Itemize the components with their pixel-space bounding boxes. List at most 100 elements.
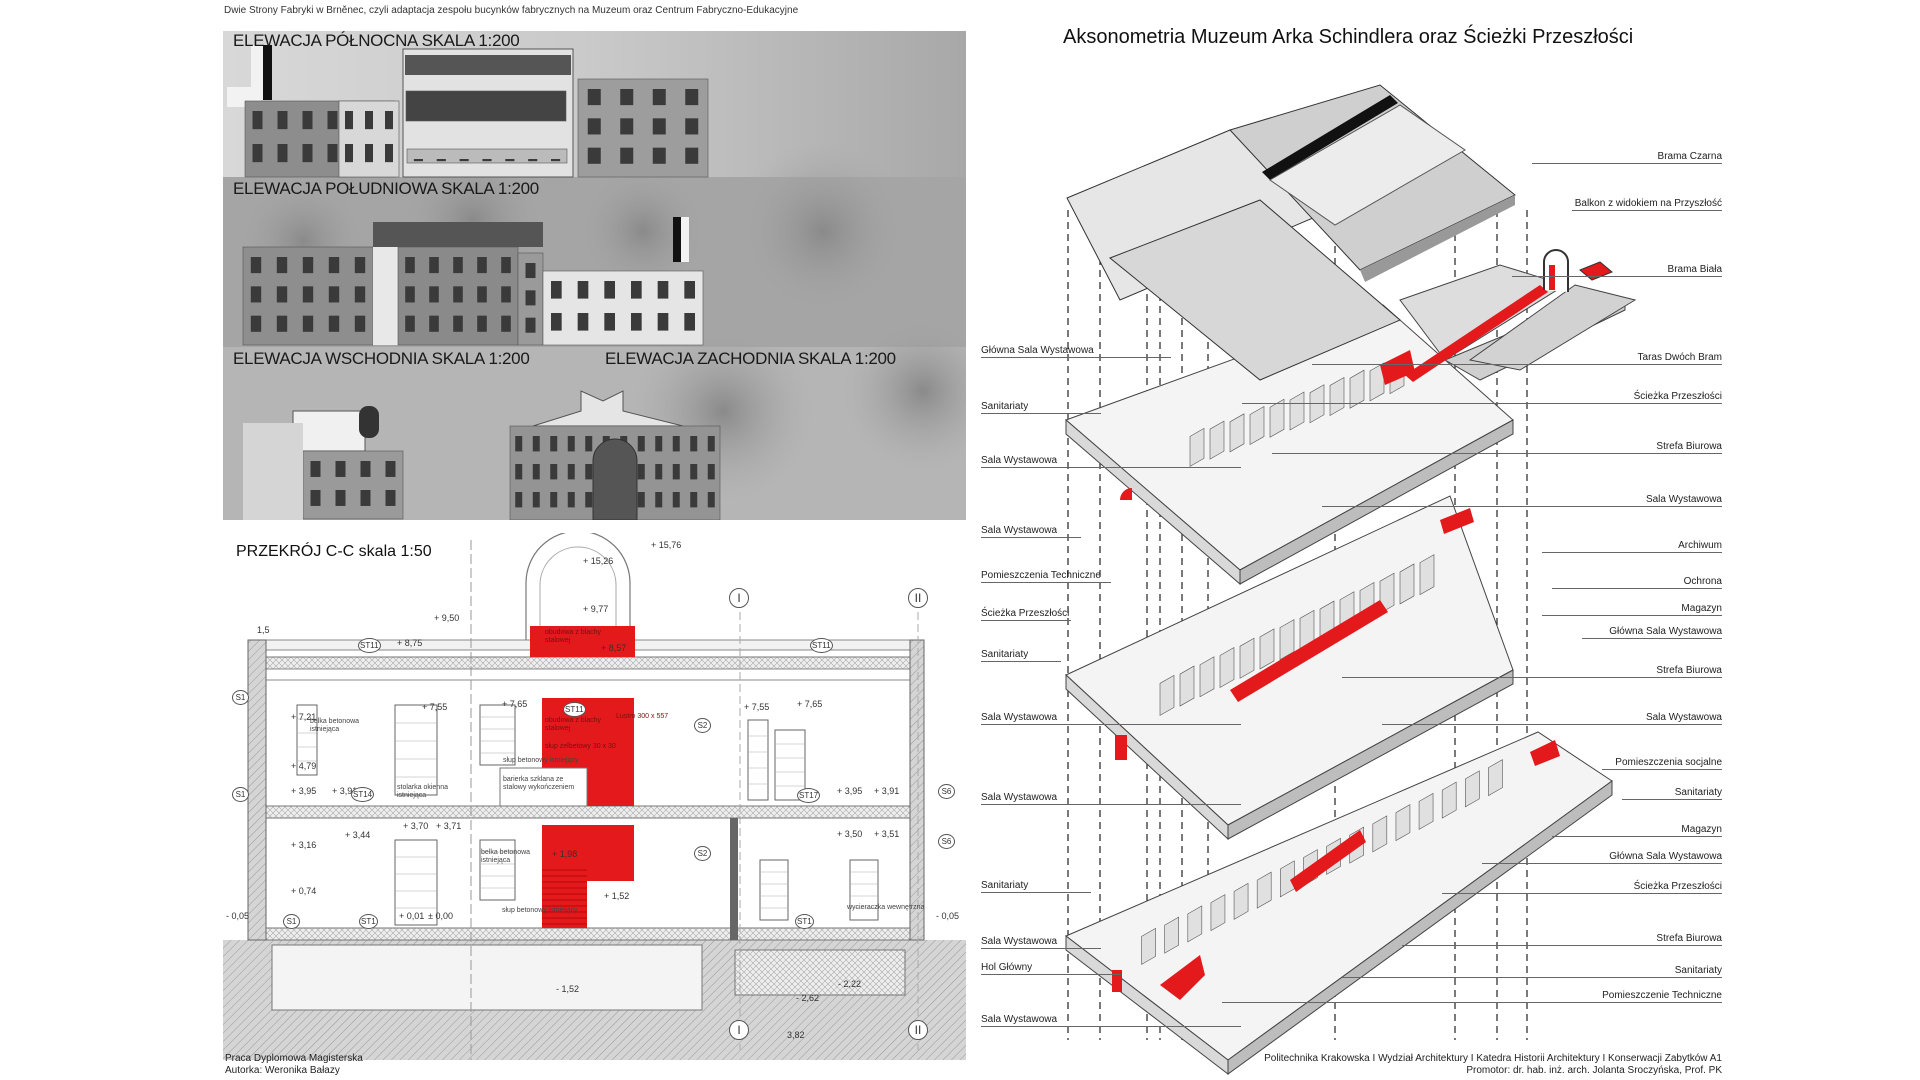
- level-mark: - 2,62: [796, 993, 820, 1003]
- window: [328, 257, 340, 274]
- callout-label-left: Sala Wystawowa: [981, 525, 1081, 538]
- window: [684, 281, 695, 299]
- window: [360, 490, 371, 506]
- window: [637, 436, 645, 452]
- window: [345, 144, 353, 163]
- red-casing-column: [587, 768, 634, 806]
- section-marker: S2: [694, 718, 711, 733]
- window: [327, 111, 338, 130]
- thesis-type: Praca Dyplomowa Magisterska: [225, 1053, 363, 1064]
- level-mark: ± 0,00: [428, 911, 453, 921]
- window: [652, 147, 666, 164]
- footer-institution: Politechnika Krakowska I Wydział Archite…: [1264, 1053, 1722, 1077]
- section-marker: ST1: [795, 914, 814, 929]
- level-mark: + 3,70: [403, 821, 429, 831]
- red-stairs: [542, 825, 587, 928]
- window: [276, 257, 288, 274]
- window: [354, 315, 366, 332]
- tree: [843, 311, 966, 471]
- window: [685, 89, 699, 106]
- window: [479, 839, 516, 901]
- callout-label-right: Strefa Biurowa: [1272, 441, 1722, 454]
- callout-label-left: Sala Wystawowa: [981, 712, 1241, 725]
- window: [631, 281, 642, 299]
- window: [587, 147, 601, 164]
- section-marker: ST1: [359, 914, 378, 929]
- window: [394, 704, 438, 796]
- window: [276, 286, 288, 303]
- section-note: wycieraczka wewnętrzna: [847, 904, 925, 911]
- window: [360, 461, 371, 477]
- partition-wall: [1141, 927, 1156, 965]
- level-mark: + 7,65: [502, 699, 528, 709]
- level-mark: + 3,95: [291, 786, 317, 796]
- level-mark: + 9,77: [583, 604, 609, 614]
- level-mark: + 4,79: [291, 761, 317, 771]
- partition-wall: [1379, 572, 1395, 614]
- west-arch-gate: [592, 438, 638, 520]
- section-marker: ST17: [797, 788, 821, 803]
- callout-label-left: Pomieszczenia Techniczne: [981, 570, 1111, 583]
- window: [550, 436, 558, 452]
- window: [532, 436, 540, 452]
- callout-label-right: Główna Sala Wystawowa: [1482, 851, 1722, 864]
- window: [620, 118, 634, 135]
- west-elevation-title: ELEWACJA ZACHODNIA SKALA 1:200: [605, 349, 896, 368]
- window: [849, 859, 879, 921]
- section-note: obudowa z blachy stalowej: [545, 717, 602, 732]
- south-chimney: [673, 217, 681, 262]
- partition-wall: [1210, 894, 1226, 932]
- west-gable: [532, 390, 684, 427]
- axonometry-title: Aksonometria Muzeum Arka Schindlera oraz…: [1063, 26, 1634, 48]
- window: [385, 111, 393, 130]
- window: [672, 436, 680, 452]
- author: Autorka: Weronika Bałazy: [225, 1065, 340, 1076]
- callout-label-right: Sala Wystawowa: [1382, 712, 1722, 725]
- partition-wall: [1488, 759, 1503, 797]
- window: [482, 159, 492, 162]
- window: [302, 111, 313, 130]
- callout-label-right: Pomieszczenia socjalne: [1602, 757, 1722, 770]
- level-mark: + 9,50: [434, 613, 460, 623]
- partition-wall: [1279, 619, 1295, 661]
- terrace-two-gates: [1399, 249, 1637, 382]
- basement: [734, 949, 906, 996]
- partition-wall: [1259, 628, 1275, 670]
- section-marker: S1: [283, 914, 300, 929]
- window: [655, 492, 663, 508]
- window: [413, 159, 423, 162]
- window: [365, 111, 373, 130]
- section-marker: S6: [938, 784, 955, 799]
- level-mark: + 3,51: [874, 829, 900, 839]
- section-marker: S1: [232, 787, 249, 802]
- window: [655, 436, 663, 452]
- window: [515, 436, 523, 452]
- chimney: [263, 45, 272, 100]
- callout-label-left: Sala Wystawowa: [981, 792, 1241, 805]
- partition-wall: [1349, 369, 1365, 409]
- window: [479, 704, 516, 766]
- glass-balustrade: [499, 767, 588, 807]
- window: [501, 286, 511, 303]
- window: [707, 464, 715, 480]
- window: [405, 286, 415, 303]
- window: [620, 147, 634, 164]
- level-mark: - 2,22: [838, 979, 862, 989]
- section-note: słup żelbetowy 30 x 30: [545, 743, 616, 750]
- level-mark: + 3,50: [837, 829, 863, 839]
- window: [453, 257, 463, 274]
- callout-label-right: Magazyn: [1542, 603, 1722, 616]
- level-mark: + 3,16: [291, 840, 317, 850]
- partition-wall: [1399, 563, 1415, 605]
- arch-inner: [539, 546, 617, 640]
- window: [652, 118, 666, 135]
- window: [655, 464, 663, 480]
- window: [620, 89, 634, 106]
- callout-label-left: Sanitariaty: [981, 401, 1101, 414]
- window: [525, 263, 536, 279]
- partition-wall: [1372, 815, 1388, 853]
- window: [685, 118, 699, 135]
- callout-label-right: Pomieszczenie Techniczne: [1222, 990, 1722, 1003]
- callout-label-left: Sala Wystawowa: [981, 1014, 1241, 1027]
- callout-label-right: Brama Czarna: [1532, 151, 1722, 164]
